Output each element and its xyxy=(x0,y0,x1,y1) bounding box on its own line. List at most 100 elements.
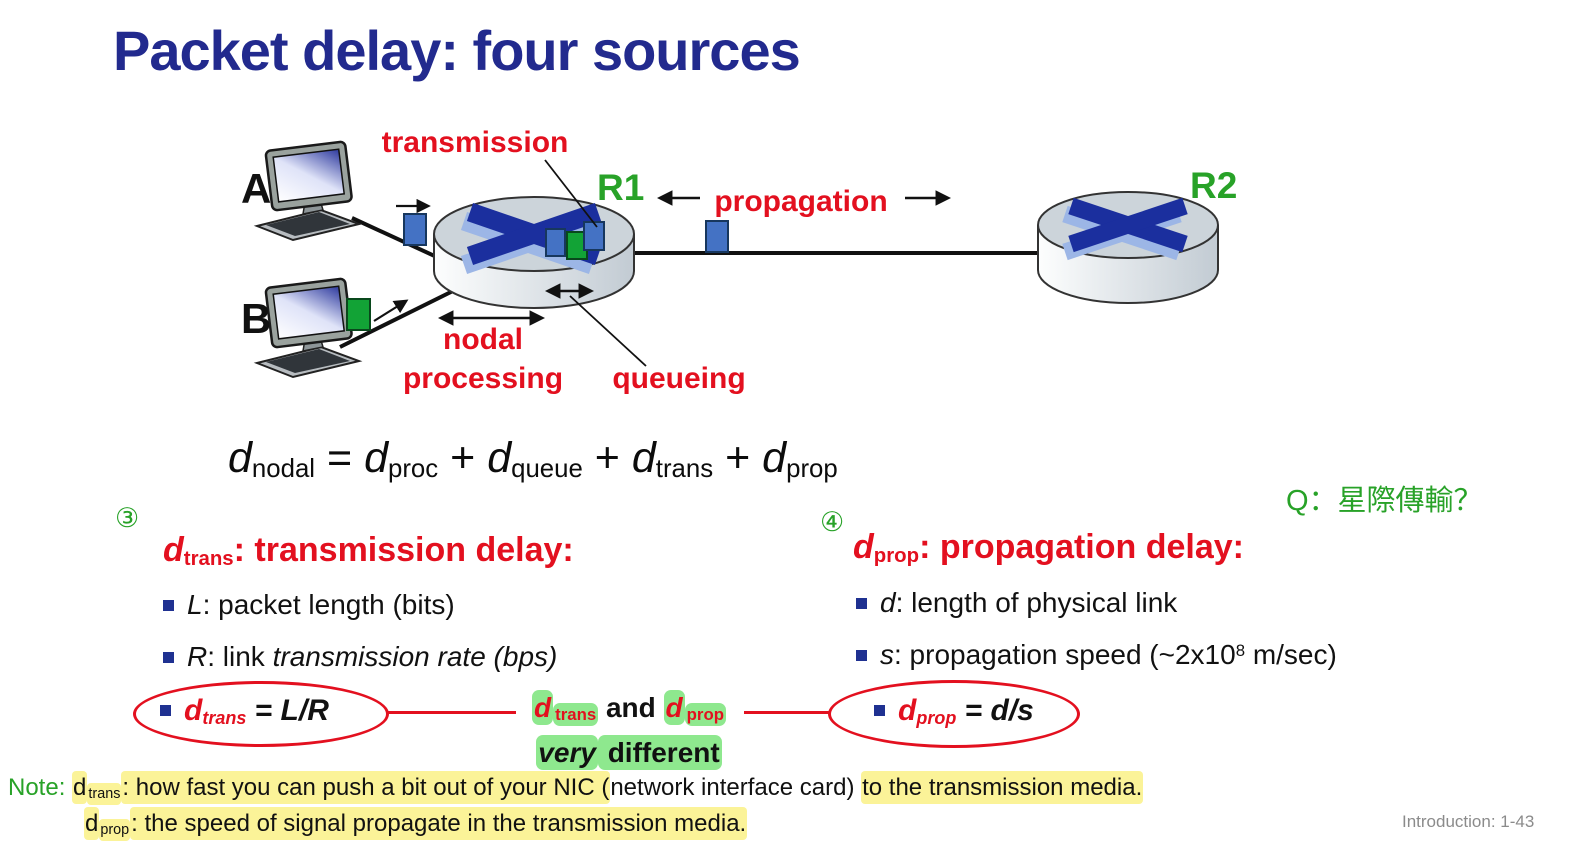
text-segment: different xyxy=(597,735,722,770)
text-segment: : link xyxy=(207,641,273,672)
text-segment: Note xyxy=(8,774,59,801)
circled-number-3: ③ xyxy=(115,503,140,533)
text-segment: : length of physical link xyxy=(895,587,1178,618)
text-segment: = xyxy=(315,434,365,482)
bullet-text: R: link transmission rate (bps) xyxy=(187,641,557,673)
network-diagram: A B xyxy=(241,126,1237,395)
bullet-text: L: packet length (bits) xyxy=(187,589,455,621)
text-segment: : transmission delay: xyxy=(233,531,574,569)
label-r2: R2 xyxy=(1190,165,1237,206)
dtrans-heading: dtrans: transmission delay: xyxy=(163,531,574,570)
label-propagation: propagation xyxy=(714,185,887,218)
bullet-text: d: length of physical link xyxy=(880,587,1177,619)
text-segment: and xyxy=(598,692,664,723)
text-segment: transmission rate (bps) xyxy=(272,641,558,672)
bullet-icon xyxy=(856,650,867,661)
text-segment: + xyxy=(582,434,632,482)
text-segment: very xyxy=(536,735,598,770)
text-segment: R xyxy=(187,641,208,672)
label-host-a: A xyxy=(241,165,271,212)
link-b-r1 xyxy=(339,283,466,349)
text-segment: trans xyxy=(87,782,122,805)
label-r1: R1 xyxy=(597,167,644,208)
packet-blue-propagating xyxy=(705,220,729,253)
slide-page-number: Introduction: 1-43 xyxy=(1402,812,1535,831)
connector-line-right xyxy=(744,711,830,714)
queued-packet-blue-2 xyxy=(583,221,605,251)
text-segment: prop xyxy=(99,818,131,841)
text-segment: trans xyxy=(655,455,714,484)
text-segment: proc xyxy=(387,455,439,484)
text-segment: trans xyxy=(183,548,234,571)
text-segment: 8 xyxy=(1235,640,1246,660)
packet-green-link-b xyxy=(346,298,371,331)
nodal-delay-formula: dnodal = dproc + dqueue + dtrans + dprop xyxy=(228,434,838,483)
queued-packet-blue-1 xyxy=(545,228,566,257)
bullet-transmission-rate: R: link transmission rate (bps) xyxy=(163,641,557,673)
text-segment: d xyxy=(487,434,512,482)
router-r1 xyxy=(433,196,635,309)
bullet-icon xyxy=(163,652,174,663)
text-segment: : how fast you can push a bit out of you… xyxy=(121,771,611,804)
text-segment: d xyxy=(762,434,787,482)
text-segment: : xyxy=(58,774,73,801)
page-title: Packet delay: four sources xyxy=(113,19,801,82)
queueing-pointer-line xyxy=(569,295,647,367)
text-segment: : the speed of signal propagate in the t… xyxy=(130,807,748,840)
label-transmission: transmission xyxy=(382,126,569,159)
text-segment: + xyxy=(713,434,763,482)
text-segment: prop xyxy=(786,455,838,484)
bullet-icon xyxy=(163,600,174,611)
host-a-computer xyxy=(255,140,361,242)
text-segment: d xyxy=(853,528,874,566)
question-annotation: Q：星際傳輸？ xyxy=(1286,485,1483,517)
text-segment: + xyxy=(438,434,488,482)
text-segment: queue xyxy=(511,455,583,484)
red-oval-dtrans xyxy=(133,681,389,747)
text-segment: to the transmission media. xyxy=(861,771,1144,804)
label-host-b: B xyxy=(241,295,271,342)
bullet-icon xyxy=(856,598,867,609)
connector-line-left xyxy=(386,711,516,714)
host-b-computer xyxy=(255,277,361,379)
text-segment: d xyxy=(880,587,896,618)
text-segment: network interface card) xyxy=(610,774,862,801)
text-segment: d xyxy=(163,531,184,569)
text-segment: d xyxy=(631,434,656,482)
packet-blue-link-a xyxy=(403,213,427,246)
text-segment: d xyxy=(663,690,685,725)
text-segment: d xyxy=(532,690,554,725)
red-oval-dprop xyxy=(828,680,1080,748)
bullet-propagation-speed: s: propagation speed (~2x108 m/sec) xyxy=(856,639,1337,671)
text-segment: prop xyxy=(684,703,726,727)
bullet-packet-length: L: packet length (bits) xyxy=(163,589,455,621)
dprop-heading: dprop: propagation delay: xyxy=(853,528,1244,567)
text-segment: prop xyxy=(873,545,920,568)
text-segment: : propagation speed (~2x10 xyxy=(894,639,1236,670)
text-segment: nodal xyxy=(251,455,316,484)
bullet-text: s: propagation speed (~2x108 m/sec) xyxy=(880,639,1337,671)
circled-number-4: ④ xyxy=(820,507,845,537)
text-segment: trans xyxy=(553,703,599,727)
comparison-note-line2: very different xyxy=(510,735,748,770)
label-nodal: nodal xyxy=(443,323,523,356)
text-segment: L xyxy=(187,589,203,620)
text-segment: d xyxy=(364,434,388,482)
label-processing: processing xyxy=(403,362,563,395)
text-segment: : propagation delay: xyxy=(919,528,1245,566)
text-segment: m/sec) xyxy=(1245,639,1337,670)
text-segment: : packet length (bits) xyxy=(202,589,455,620)
router-r2 xyxy=(1037,191,1219,304)
bullet-link-length: d: length of physical link xyxy=(856,587,1177,619)
label-queueing: queueing xyxy=(612,362,745,395)
router-x-icon xyxy=(1068,197,1188,253)
text-segment: d xyxy=(72,771,88,804)
text-segment: s xyxy=(880,639,894,670)
packet-direction-arrow-b xyxy=(373,299,409,322)
transmission-pointer-line xyxy=(544,159,598,228)
text-segment: d xyxy=(84,807,100,840)
